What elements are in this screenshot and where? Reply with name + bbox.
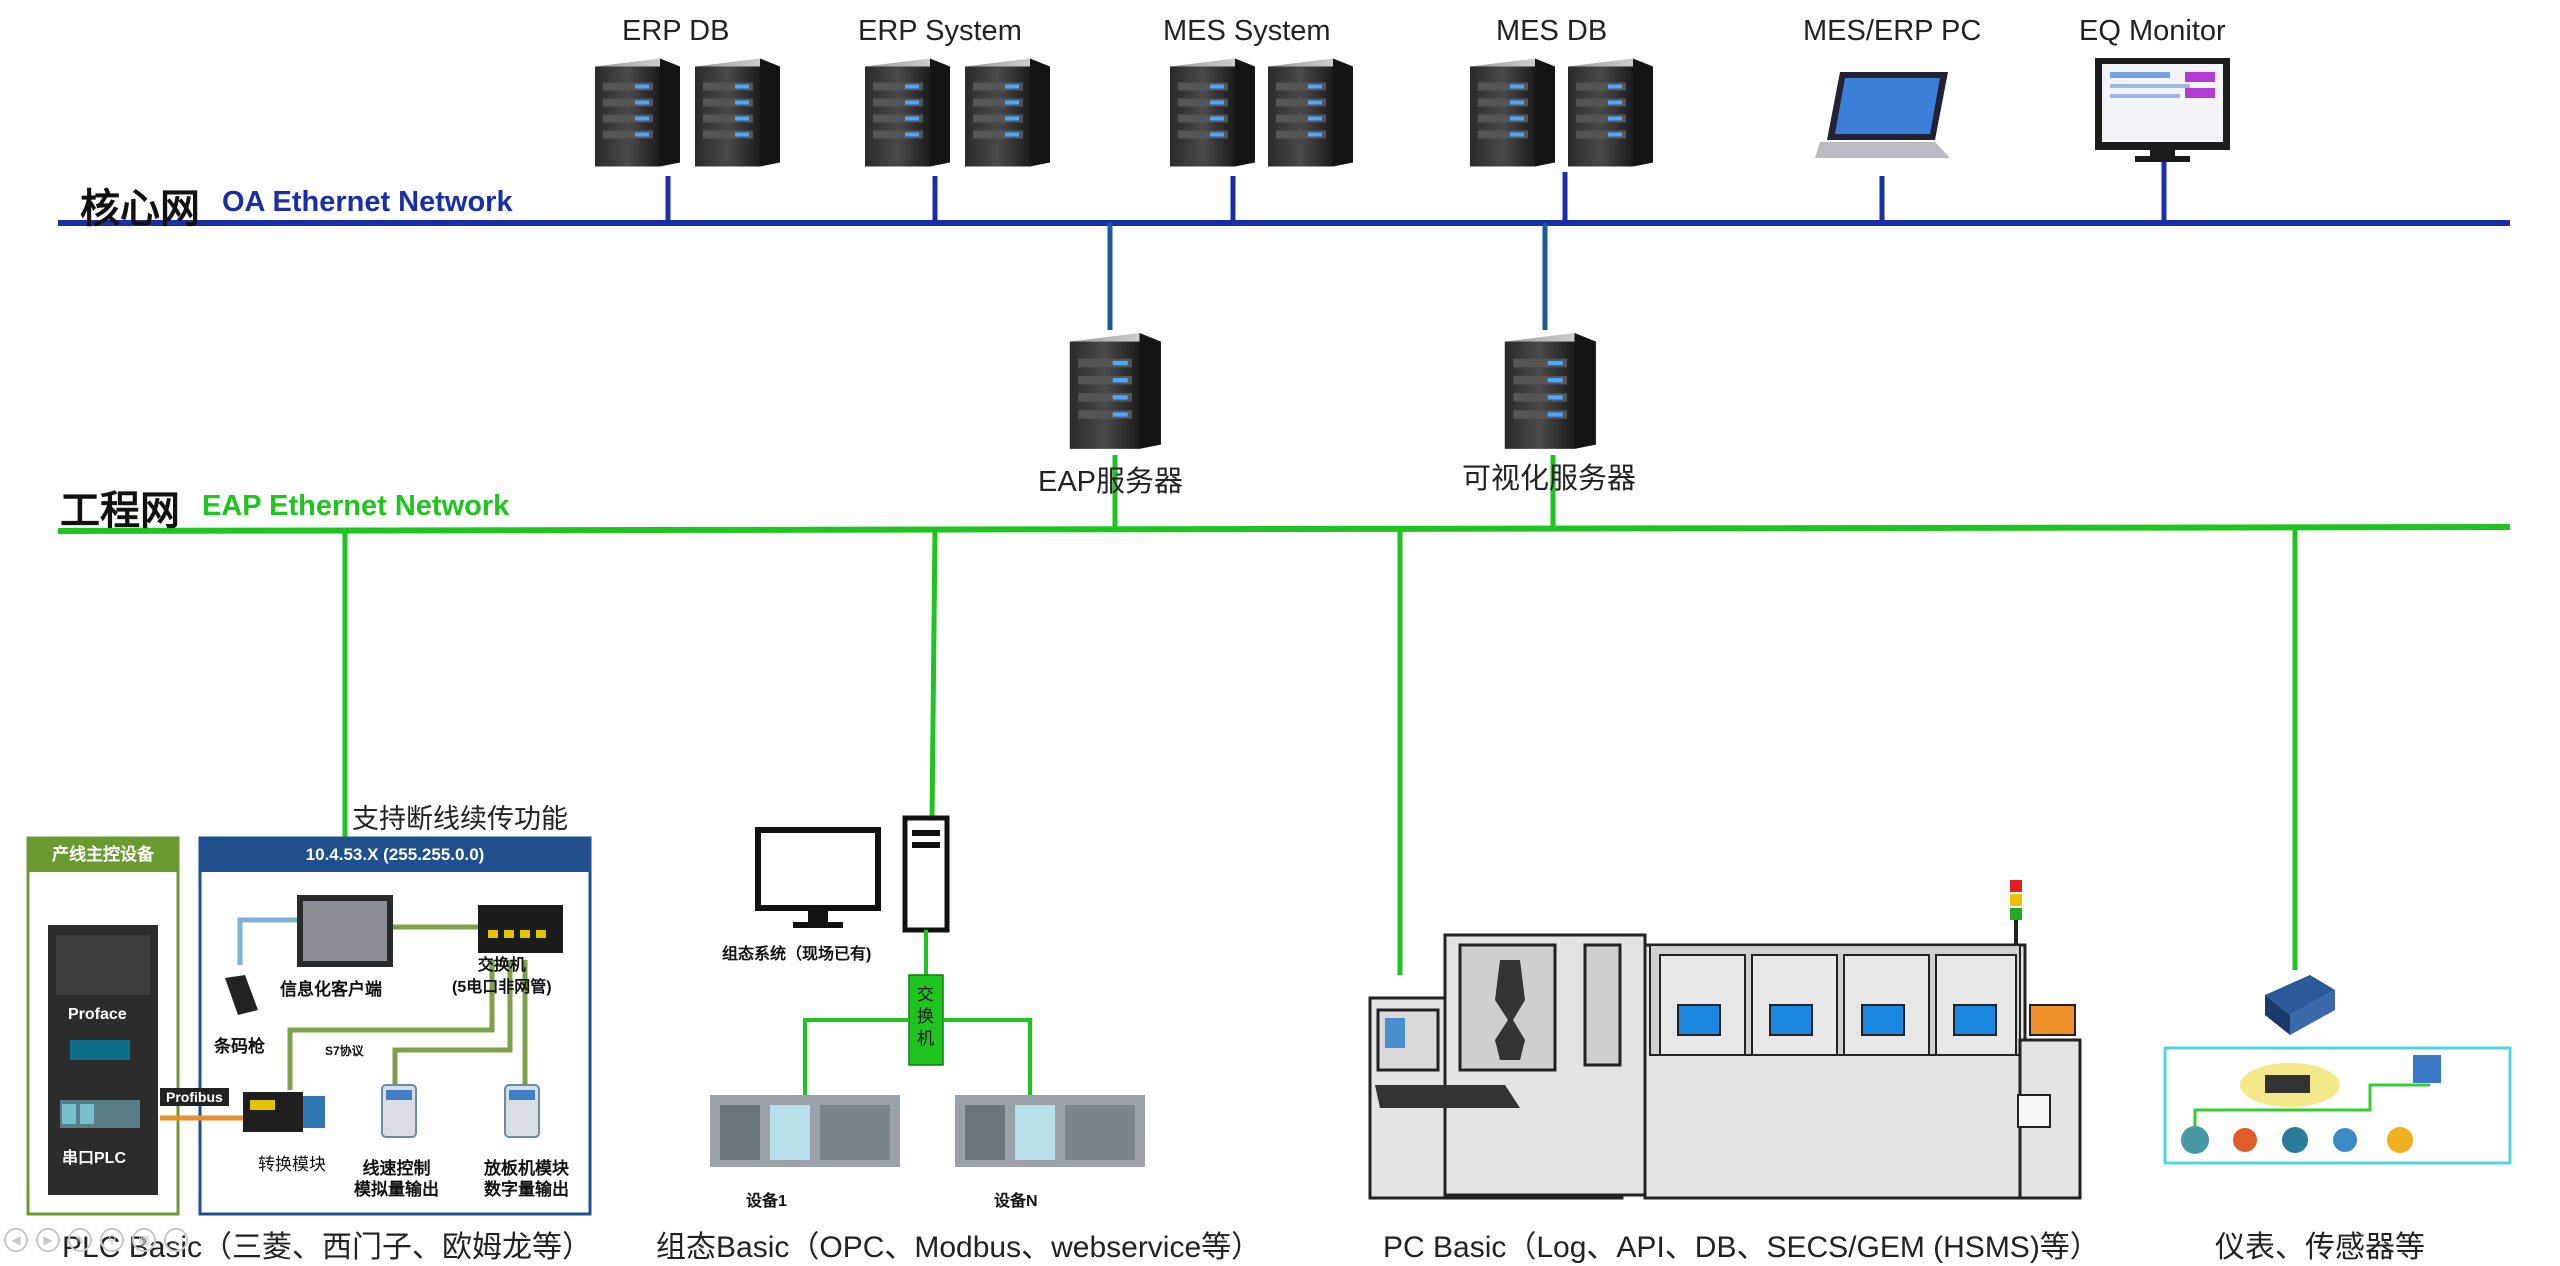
board-module-label: 放板机模块 数字量输出 <box>484 1159 569 1199</box>
visual-server-label: 可视化服务器 <box>1462 463 1637 495</box>
feature-note: 支持断线续传功能 <box>352 804 568 834</box>
mes-system-servers <box>1170 58 1353 167</box>
switch-label: 交换机 (5电口非网管) <box>452 957 552 996</box>
config-system-label: 组态系统（现场已有) <box>722 946 872 963</box>
profibus-label: Profibus <box>160 1088 229 1106</box>
io-module-icon <box>381 1084 540 1138</box>
barcode-scanner-icon <box>225 975 258 1015</box>
mes-db-servers <box>1470 58 1653 167</box>
grid-icon[interactable]: ▦ <box>132 1228 156 1252</box>
desktop-pc-icon <box>755 815 950 933</box>
cabinet-icon <box>48 925 158 1195</box>
client-label: 信息化客户端 <box>280 980 382 999</box>
prev-slide-icon[interactable]: ◀ <box>4 1228 28 1252</box>
reflow-oven-icon <box>1368 933 2082 1200</box>
pc-footer: PC Basic（Log、API、DB、SECS/GEM (HSMS)等） <box>1383 1231 2100 1264</box>
serial-plc-label: 串口PLC <box>62 1150 127 1167</box>
eap-server-label: EAP服务器 <box>1038 466 1184 498</box>
sensor-panel <box>2163 1046 2512 1165</box>
cabinet-header: 产线主控设备 <box>52 845 154 864</box>
eap-network-cn-label: 工程网 <box>60 489 180 533</box>
pen-icon[interactable]: ✎ <box>68 1228 92 1252</box>
eap-network-en-label: EAP Ethernet Network <box>202 490 510 522</box>
siemens-plc-icon <box>710 1095 1145 1167</box>
sensor-footer: 仪表、传感器等 <box>2215 1231 2425 1264</box>
node-label-mes-db: MES DB <box>1496 15 1608 47</box>
node-label-eq-monitor: EQ Monitor <box>2079 15 2226 47</box>
monitor-icon <box>2095 58 2230 162</box>
laptop-icon <box>1815 72 1950 158</box>
erp-db-servers <box>595 58 780 167</box>
proface-label: Proface <box>68 1006 127 1023</box>
node-label-mes-erp-pc: MES/ERP PC <box>1803 15 1982 47</box>
eap-backbone-line <box>57 524 2511 534</box>
device-n-label: 设备N <box>994 1193 1038 1210</box>
next-slide-icon[interactable]: ▶ <box>36 1228 60 1252</box>
gateway-icon <box>2265 975 2335 1035</box>
oa-network-en-label: OA Ethernet Network <box>222 186 513 218</box>
eap-server-icon <box>1069 333 1161 449</box>
oa-network-cn-label: 核心网 <box>80 187 200 231</box>
line-speed-label: 线速控制 模拟量输出 <box>354 1159 439 1199</box>
touch-panel-icon <box>297 895 393 967</box>
network-switch-icon <box>478 905 563 953</box>
plc-network-header: 10.4.53.X (255.255.0.0) <box>305 845 485 864</box>
sensor-icon <box>2181 1126 2413 1154</box>
device-1-label: 设备1 <box>746 1193 787 1210</box>
node-label-erp-system: ERP System <box>858 15 1022 47</box>
node-label-erp-db: ERP DB <box>622 15 730 47</box>
config-footer: 组态Basic（OPC、Modbus、webservice等） <box>656 1231 1262 1264</box>
slide-nav-controls[interactable]: ◀ ▶ ✎ ⚲ ▦ … <box>4 1228 188 1252</box>
signal-tower-icon <box>2010 880 2022 945</box>
visual-server-icon <box>1504 333 1596 449</box>
s7-protocol-label: S7协议 <box>325 1044 364 1058</box>
barcode-label: 条码枪 <box>214 1037 265 1056</box>
node-label-mes-system: MES System <box>1163 15 1331 47</box>
more-icon[interactable]: … <box>164 1228 188 1252</box>
config-switch-label: 交 换 机 <box>917 985 934 1048</box>
converter-icon <box>243 1092 325 1132</box>
zoom-icon[interactable]: ⚲ <box>100 1228 124 1252</box>
converter-label: 转换模块 <box>258 1155 326 1174</box>
erp-system-servers <box>865 58 1050 167</box>
